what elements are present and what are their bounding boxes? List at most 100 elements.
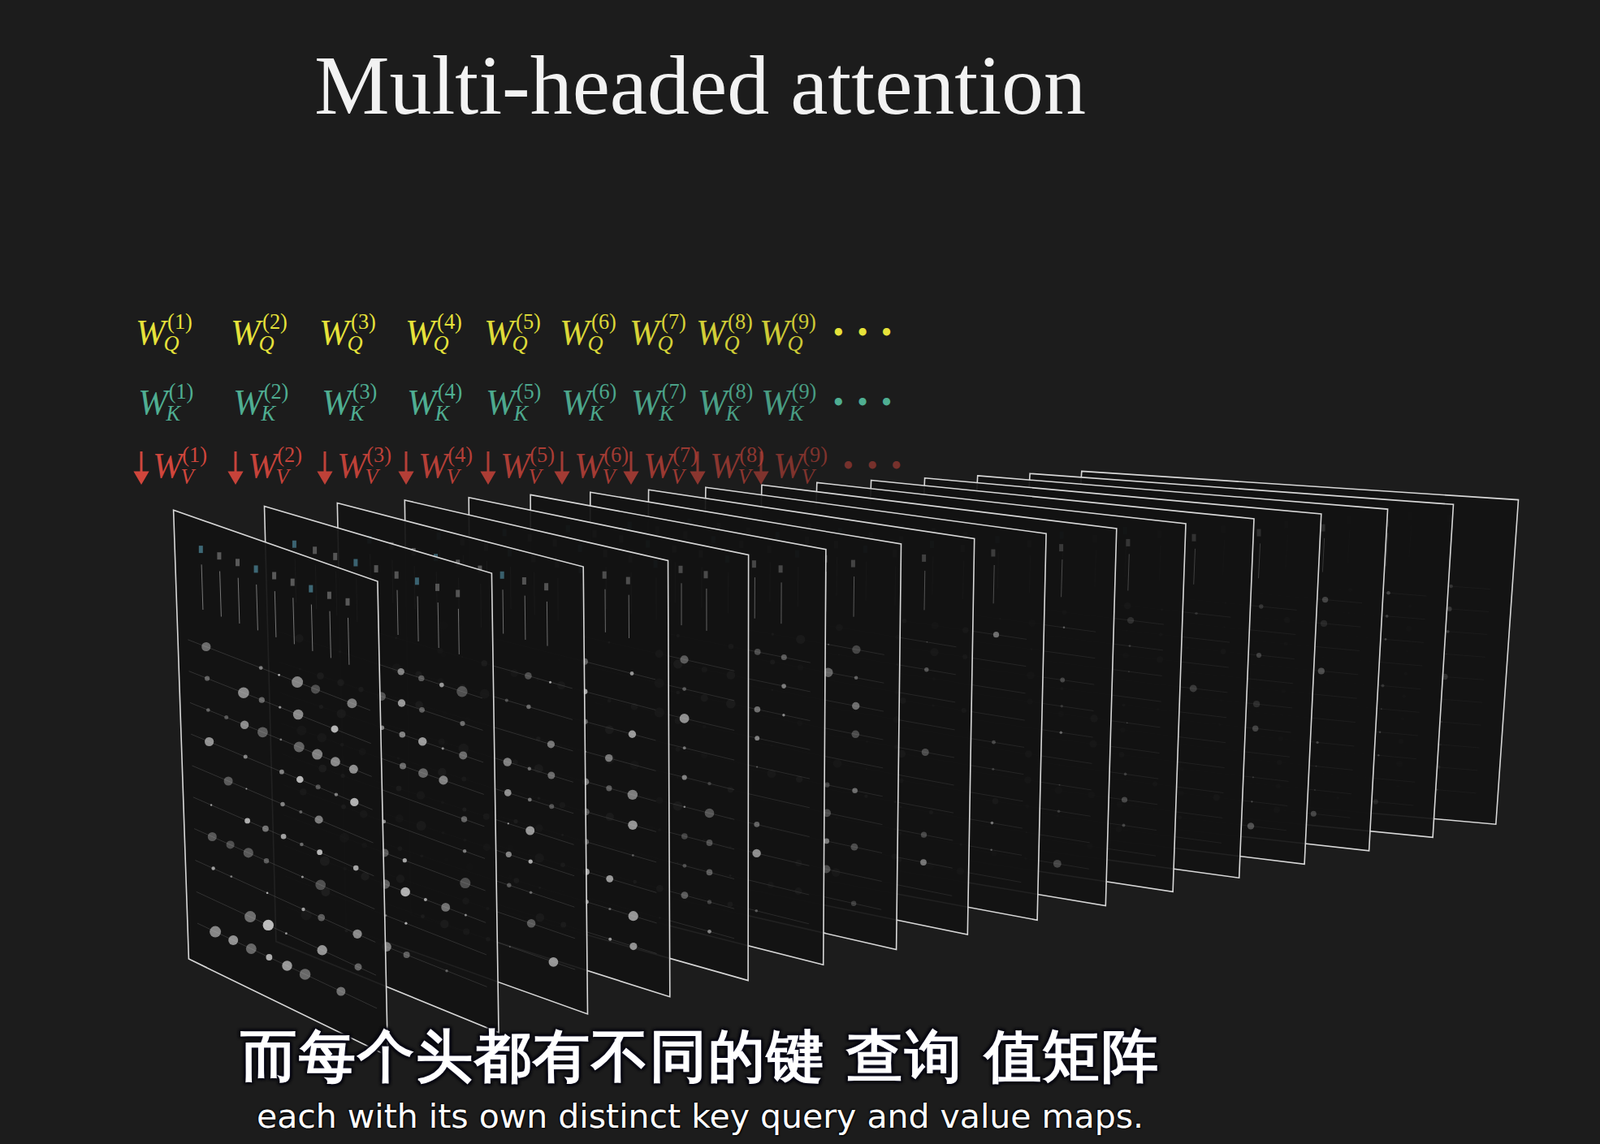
panel-line — [196, 891, 377, 976]
attention-dot — [781, 654, 788, 661]
token-block — [704, 570, 709, 579]
token-block — [1059, 544, 1064, 552]
attention-dot — [1447, 606, 1453, 612]
token-block — [415, 577, 420, 585]
token-block — [455, 590, 460, 598]
matrix-subscript: Q — [259, 332, 275, 355]
attention-dot — [1059, 731, 1063, 735]
attention-dot — [458, 751, 468, 760]
attention-dot — [317, 945, 328, 956]
token-block — [990, 549, 995, 558]
attention-dot — [279, 739, 282, 742]
attention-dot — [528, 860, 533, 865]
panel-line — [780, 582, 782, 624]
panel-line — [201, 564, 204, 610]
attention-dot — [317, 914, 325, 922]
panel-line — [993, 565, 995, 604]
attention-dot — [628, 911, 639, 922]
attention-dot — [1247, 822, 1255, 830]
weight-letter: W — [138, 382, 169, 423]
head-index: (1) — [168, 380, 195, 403]
attention-dot — [301, 876, 304, 879]
panel-line — [502, 589, 505, 634]
panel-line — [256, 584, 259, 632]
attention-dot — [354, 963, 363, 971]
weight-symbol: WQ(7) — [629, 315, 687, 351]
attention-dot — [397, 699, 406, 707]
matrix-subscript: Q — [347, 332, 364, 355]
attention-dot — [683, 746, 687, 750]
attention-dot — [1063, 627, 1066, 630]
attention-dot — [683, 864, 688, 869]
attention-dot — [263, 858, 269, 864]
weight-symbol: WK(6) — [561, 384, 617, 421]
matrix-subscript: V — [801, 466, 815, 488]
matrix-subscript: V — [602, 466, 616, 488]
token-block — [308, 585, 313, 593]
attention-dot — [441, 747, 445, 750]
weight-letter: W — [418, 445, 449, 486]
weight-symbol: WK(3) — [321, 384, 377, 421]
head-index: (2) — [263, 380, 290, 403]
attention-dot — [549, 804, 554, 809]
attention-dot — [315, 815, 324, 824]
panel-line — [293, 597, 295, 645]
token-block — [272, 572, 277, 580]
attention-dot — [631, 854, 635, 857]
attention-dot — [993, 631, 999, 638]
head-index: (8) — [727, 311, 753, 333]
weight-letter: W — [485, 382, 516, 423]
attention-dot — [397, 668, 405, 675]
weight-letter: W — [759, 312, 790, 353]
head-index: (9) — [802, 444, 828, 466]
attention-dot — [1320, 620, 1328, 628]
weight-symbol: WQ(8) — [696, 315, 753, 351]
attention-dot — [246, 943, 257, 955]
attention-dot — [299, 843, 304, 848]
attention-dot — [298, 810, 303, 814]
head-index: (2) — [262, 311, 288, 333]
attention-dot — [349, 765, 359, 775]
token-block — [778, 565, 783, 573]
weight-symbol: WQ(3) — [319, 315, 377, 351]
head-index: (5) — [515, 311, 541, 333]
attention-dot — [851, 901, 857, 907]
attention-dot — [285, 932, 288, 935]
matrix-subscript: K — [435, 402, 450, 424]
attention-dot — [682, 687, 687, 692]
matrix-subscript: V — [276, 466, 290, 488]
token-block — [752, 560, 757, 568]
attention-dot — [627, 790, 638, 800]
attention-dot — [207, 832, 217, 842]
token-block — [290, 579, 295, 587]
weight-letter: W — [321, 382, 352, 423]
attention-dot — [277, 674, 281, 677]
attention-dot — [827, 644, 830, 646]
attention-dot — [281, 834, 287, 840]
attention-dot — [464, 913, 468, 917]
attention-dot — [278, 705, 282, 709]
panel-line — [220, 571, 222, 618]
attention-dot — [204, 737, 214, 747]
panel-line — [417, 596, 419, 642]
panel-line — [1322, 538, 1324, 573]
weight-letter: W — [337, 445, 368, 486]
token-block — [198, 545, 204, 554]
token-block — [678, 566, 684, 574]
matrix-subscript: V — [528, 466, 542, 488]
attention-dot — [244, 911, 256, 923]
panel-line — [524, 596, 527, 640]
weight-letter: W — [629, 312, 660, 353]
attention-dot — [851, 702, 860, 710]
attention-dot — [240, 721, 249, 730]
attention-dot — [209, 926, 221, 939]
weight-letter: W — [405, 312, 436, 353]
head-index: (2) — [276, 444, 303, 466]
panel-line — [853, 576, 856, 618]
weight-symbol: WQ(2) — [230, 315, 288, 351]
panel-line — [189, 671, 372, 744]
weight-letter: W — [643, 445, 674, 486]
attention-dot — [266, 892, 269, 896]
attention-dot — [418, 737, 427, 746]
attention-dot — [441, 903, 450, 913]
